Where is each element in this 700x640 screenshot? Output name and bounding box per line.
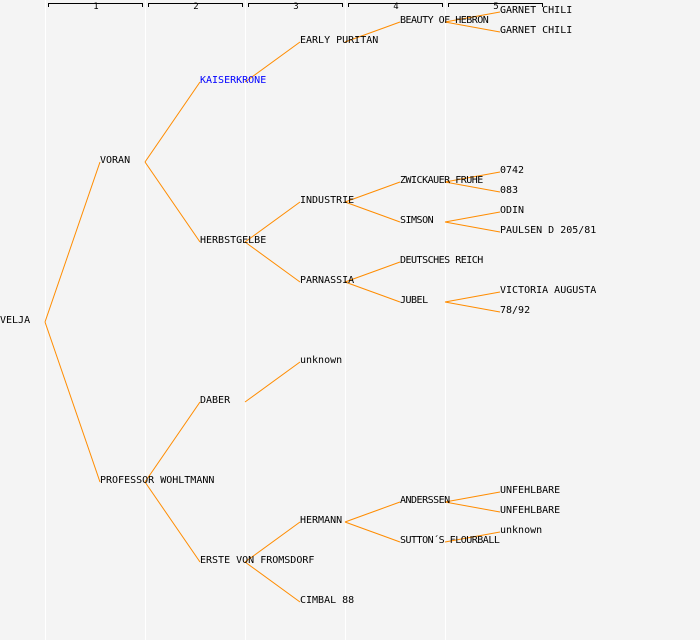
parent-link [144,401,201,483]
generation-bracket [348,3,443,7]
pedigree-node[interactable]: CIMBAL 88 [300,595,355,606]
parent-link [344,521,401,543]
parent-link [244,241,301,283]
parent-link [444,221,501,233]
generation-label: 4 [393,2,399,12]
parent-link [444,531,501,543]
parent-link [244,361,301,403]
pedigree-node[interactable]: KAISERKRONE [200,75,267,86]
pedigree-node[interactable]: DABER [200,395,231,406]
pedigree-node[interactable]: HERBSTGELBE [200,235,267,246]
pedigree-node[interactable]: ANDERSSEN [400,495,450,506]
pedigree-node[interactable]: GARNET CHILI [500,25,573,36]
pedigree-node[interactable]: GARNET CHILI [500,5,573,16]
parent-link [44,321,101,483]
parent-link [344,21,401,43]
pedigree-node[interactable]: 78/92 [500,305,531,316]
pedigree-node[interactable]: 0742 [500,165,525,176]
pedigree-node[interactable]: SUTTON´S FLOURBALL [400,535,500,546]
generation-bracket [48,3,143,7]
parent-link [244,521,301,563]
pedigree-node[interactable]: 083 [500,185,519,196]
pedigree-node[interactable]: ODIN [500,205,525,216]
parent-link [444,181,501,193]
pedigree-node[interactable]: HERMANN [300,515,343,526]
generation-label: 3 [293,2,299,12]
parent-link [344,501,401,523]
pedigree-node[interactable]: UNFEHLBARE [500,485,561,496]
parent-link [444,301,501,313]
column-divider [245,0,246,640]
pedigree-node[interactable]: unknown [300,355,343,366]
generation-bracket [248,3,343,7]
generation-label: 5 [493,2,499,12]
generation-label: 2 [193,2,199,12]
column-divider [445,0,446,640]
parent-link [344,181,401,203]
pedigree-node[interactable]: BEAUTY OF HEBRON [400,15,489,26]
pedigree-node[interactable]: DEUTSCHES REICH [400,255,483,266]
pedigree-node[interactable]: VORAN [100,155,131,166]
parent-link [144,481,201,563]
parent-link [344,261,401,283]
parent-link [444,211,501,223]
generation-label: 1 [93,2,99,12]
parent-link [444,491,501,503]
parent-link [144,161,201,243]
pedigree-node[interactable]: JUBEL [400,295,428,306]
pedigree-node[interactable]: PARNASSIA [300,275,355,286]
generation-bracket [148,3,243,7]
pedigree-node[interactable]: PROFESSOR WOHLTMANN [100,475,215,486]
parent-link [244,41,301,83]
parent-link [244,201,301,243]
column-divider [345,0,346,640]
parent-link [44,161,101,323]
pedigree-node[interactable]: INDUSTRIE [300,195,355,206]
pedigree-node[interactable]: UNFEHLBARE [500,505,561,516]
pedigree-node[interactable]: SIMSON [400,215,434,226]
pedigree-node[interactable]: PAULSEN D 205/81 [500,225,597,236]
parent-link [244,561,301,603]
pedigree-node[interactable]: VELJA [0,315,31,326]
pedigree-node[interactable]: ERSTE VON FROMSDORF [200,555,315,566]
parent-link [344,281,401,303]
parent-link [444,501,501,513]
parent-link [444,171,501,183]
parent-link [444,21,501,33]
pedigree-node[interactable]: EARLY PURITAN [300,35,379,46]
pedigree-node[interactable]: VICTORIA AUGUSTA [500,285,597,296]
pedigree-node[interactable]: ZWICKAUER FRUHE [400,175,483,186]
generation-bracket [448,3,543,7]
pedigree-node[interactable]: unknown [500,525,543,536]
parent-link [344,201,401,223]
parent-link [444,291,501,303]
column-divider [145,0,146,640]
parent-link [144,81,201,163]
parent-link [444,11,501,23]
